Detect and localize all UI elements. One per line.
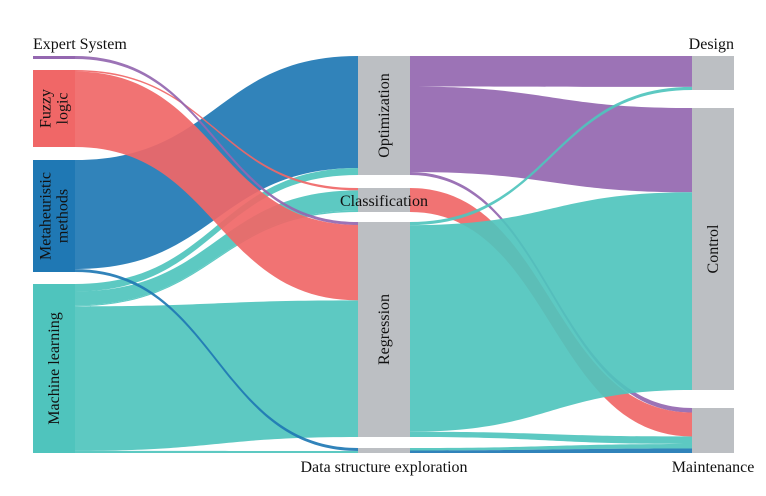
link-regression-to-control	[410, 192, 692, 432]
link-metaheuristic-to-data_structure	[75, 269, 358, 451]
node-data_structure	[358, 448, 410, 453]
link-machine_learning-to-regression	[75, 300, 358, 451]
node-label-line: Fuzzy	[38, 89, 55, 128]
node-design	[692, 56, 734, 90]
nodes-layer	[33, 56, 734, 453]
node-label-line: Control	[705, 224, 722, 273]
node-metaheuristic	[33, 160, 75, 272]
node-label-metaheuristic: Metaheuristicmethods	[38, 172, 72, 260]
node-label-line: Machine learning	[46, 312, 63, 424]
node-label-classification: Classification	[340, 193, 428, 210]
link-fuzzy_logic-to-regression	[75, 71, 358, 301]
node-label-line: logic	[55, 93, 72, 125]
node-optimization	[358, 56, 410, 175]
link-optimization-to-control	[410, 86, 692, 193]
links-layer	[75, 56, 692, 453]
node-label-optimization: Optimization	[376, 73, 393, 157]
node-label-line: methods	[55, 189, 72, 243]
node-control	[692, 108, 734, 390]
link-regression-to-design	[410, 86, 692, 226]
link-machine_learning-to-data_structure	[75, 450, 358, 453]
node-label-data_structure: Data structure exploration	[300, 459, 467, 476]
link-expert_system-to-regression	[75, 56, 358, 226]
node-expert_system	[33, 56, 75, 59]
node-fuzzy_logic	[33, 70, 75, 147]
node-regression	[358, 222, 410, 437]
node-label-line: Optimization	[376, 73, 393, 157]
link-data_structure-to-maintenance	[410, 444, 692, 451]
labels-layer: Expert SystemFuzzylogicMetaheuristicmeth…	[33, 36, 754, 476]
node-label-line: Metaheuristic	[38, 172, 55, 260]
node-label-fuzzy_logic: Fuzzylogic	[38, 89, 72, 128]
link-machine_learning-to-classification	[75, 210, 358, 307]
node-label-expert_system: Expert System	[33, 36, 127, 53]
link-data_structure-to-maintenance	[410, 448, 692, 453]
link-regression-to-maintenance	[410, 431, 692, 444]
link-optimization-to-design	[410, 56, 692, 87]
node-label-line: Regression	[376, 294, 393, 365]
node-label-design: Design	[689, 36, 734, 53]
node-maintenance	[692, 408, 734, 453]
node-label-control: Control	[705, 224, 722, 273]
node-label-machine_learning: Machine learning	[46, 312, 63, 424]
node-machine_learning	[33, 284, 75, 453]
node-label-regression: Regression	[376, 294, 393, 365]
link-fuzzy_logic-to-classification	[75, 70, 358, 191]
link-machine_learning-to-optimization	[75, 168, 358, 292]
node-classification	[358, 188, 410, 212]
node-label-maintenance: Maintenance	[672, 459, 755, 476]
